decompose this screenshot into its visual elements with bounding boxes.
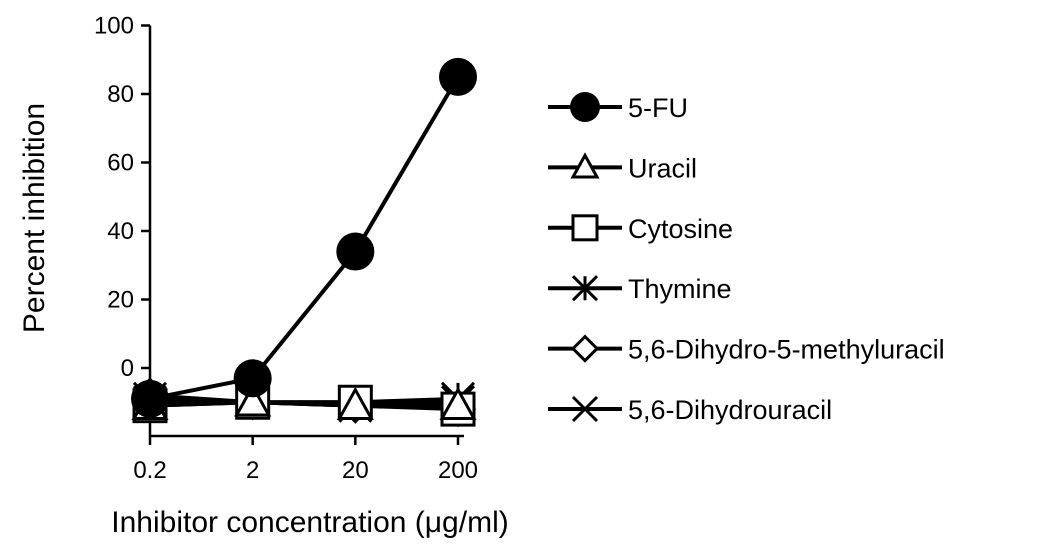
legend-marker	[570, 152, 600, 179]
y-axis-title: Percent inhibition	[18, 103, 51, 333]
x-tick-label: 200	[438, 457, 478, 484]
legend-marker	[571, 214, 599, 242]
y-tick-label: 60	[107, 150, 134, 177]
data-point	[336, 232, 375, 271]
data-point	[234, 383, 272, 417]
x-tick-label: 20	[342, 457, 369, 484]
legend-marker	[570, 92, 600, 122]
data-point	[439, 57, 477, 96]
legend-marker	[571, 395, 599, 423]
legend-label: Thymine	[628, 274, 732, 304]
legend-label: Cytosine	[628, 214, 733, 244]
series-layer	[131, 57, 477, 428]
legend-item: 5,6-Dihydro-5-methyluracil	[548, 334, 945, 365]
legend-marker	[571, 275, 599, 302]
axes: 0 20 40 60 80 100 0.2 2 20 200	[94, 13, 478, 485]
data-point	[131, 379, 169, 418]
x-axis-title: Inhibitor concentration (μg/ml)	[111, 506, 508, 539]
legend-item: Cytosine	[548, 214, 733, 244]
y-tick-label: 80	[107, 81, 134, 108]
legend-marker	[570, 334, 600, 363]
y-tick-label: 100	[94, 13, 134, 40]
legend-label: 5,6-Dihydro-5-methyluracil	[628, 335, 945, 365]
legend-label: Uracil	[628, 153, 697, 183]
data-point	[439, 386, 477, 420]
data-point	[336, 386, 374, 420]
y-tick-label: 40	[107, 218, 134, 245]
y-tick-label: 20	[107, 287, 134, 314]
legend-item: Uracil	[548, 152, 697, 183]
legend-item: 5-FU	[548, 92, 688, 123]
x-tick-label: 0.2	[133, 457, 166, 484]
y-tick-label: 0	[121, 355, 134, 382]
series-line	[149, 400, 458, 408]
legend-label: 5,6-Dihydrouracil	[628, 395, 832, 425]
legend-item: 5,6-Dihydrouracil	[548, 395, 832, 425]
x-tick-label: 2	[246, 457, 259, 484]
legend-item: Thymine	[548, 274, 732, 304]
legend-label: 5-FU	[628, 93, 688, 123]
series-line	[149, 75, 460, 401]
data-point	[233, 359, 272, 398]
